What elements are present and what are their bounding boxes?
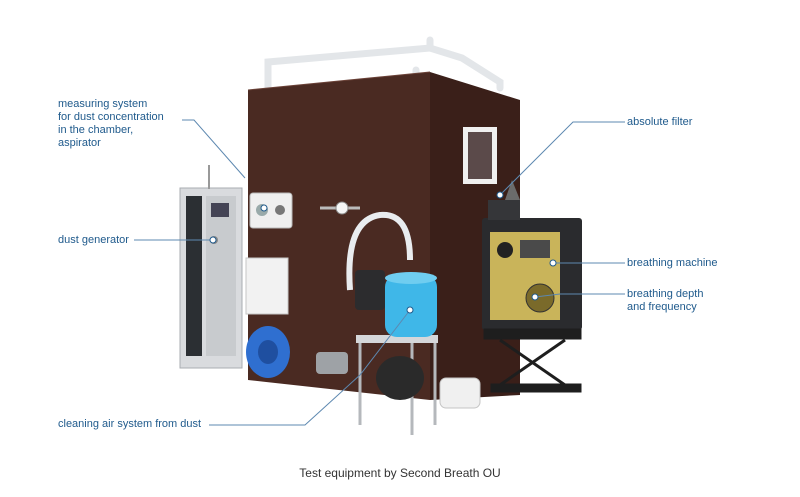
chamber-window bbox=[463, 127, 497, 184]
control-box bbox=[245, 257, 289, 315]
callout-dot bbox=[531, 293, 539, 301]
callout-dot bbox=[209, 236, 217, 244]
dust-generator-cabinet bbox=[179, 165, 243, 369]
callout-dots bbox=[209, 191, 557, 314]
breathing-machine bbox=[482, 180, 582, 330]
sampling-tube bbox=[346, 211, 413, 291]
cleaning-fan-unit bbox=[316, 352, 481, 409]
scissor-lift bbox=[483, 328, 582, 393]
callout-dot bbox=[549, 259, 557, 267]
leader-lines bbox=[134, 119, 625, 426]
aspirator-panel bbox=[249, 192, 293, 229]
label-breathing-depth: breathing depth and frequency bbox=[627, 288, 704, 313]
label-dust-generator: dust generator bbox=[58, 234, 129, 246]
callout-dot bbox=[260, 204, 268, 212]
figure-caption: Test equipment by Second Breath OU bbox=[299, 466, 501, 480]
callout-dot bbox=[406, 306, 414, 314]
pressure-gauge bbox=[320, 201, 360, 215]
label-breathing-machine: breathing machine bbox=[627, 257, 718, 269]
blue-fan bbox=[246, 326, 290, 378]
label-cleaning-air-system: cleaning air system from dust bbox=[58, 418, 202, 430]
label-absolute-filter: absolute filter bbox=[627, 116, 693, 128]
label-measuring-system: measuring system for dust concentration … bbox=[58, 98, 164, 149]
callout-dot bbox=[496, 191, 504, 199]
blue-drum bbox=[385, 272, 437, 337]
